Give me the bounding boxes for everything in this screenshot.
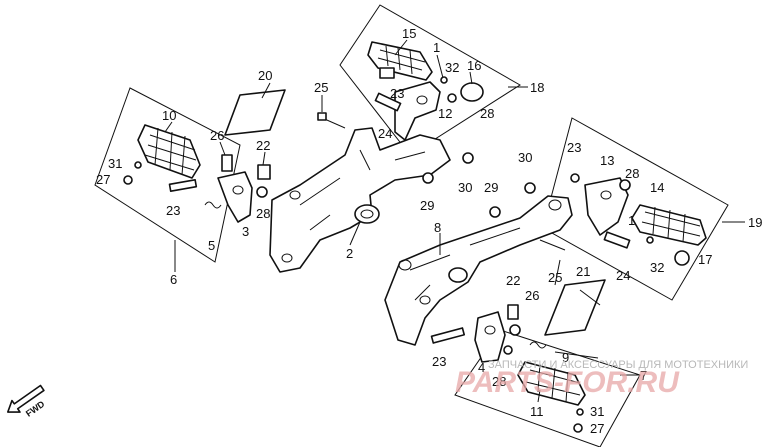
callout-21: 21 xyxy=(576,264,590,279)
leader-lines xyxy=(164,39,745,403)
callout-22: 22 xyxy=(506,273,520,288)
callout-1: 1 xyxy=(433,40,440,55)
peg-holder-13 xyxy=(584,177,629,236)
callout-18: 18 xyxy=(530,80,544,95)
peg-holder-3 xyxy=(217,171,253,223)
callout-9: 9 xyxy=(562,350,569,365)
footpeg-15 xyxy=(367,41,433,81)
cotter-27-left xyxy=(123,175,133,185)
callout-30: 30 xyxy=(458,180,472,195)
nut-28-left xyxy=(256,186,268,198)
callout-25: 25 xyxy=(548,270,562,285)
callout-31: 31 xyxy=(108,156,122,171)
bolt-22-bottom xyxy=(509,324,521,336)
callout-31: 31 xyxy=(590,404,604,419)
pin-23-right xyxy=(570,173,580,183)
nut-29-a xyxy=(422,172,434,184)
callout-24: 24 xyxy=(616,268,630,283)
callout-2: 2 xyxy=(346,246,353,261)
callout-23: 23 xyxy=(166,203,180,218)
group-outline-19 xyxy=(542,117,729,301)
bolt-22-left xyxy=(257,164,271,180)
nut-30-a xyxy=(462,152,474,164)
bolt-24-right xyxy=(603,231,631,249)
callout-8: 8 xyxy=(434,220,441,235)
collar-26-bottom xyxy=(507,304,519,320)
callout-28: 28 xyxy=(480,106,494,121)
guard-20 xyxy=(224,89,286,136)
arrow-icon xyxy=(6,384,45,413)
pin-23-left xyxy=(168,179,198,193)
nut-28-top xyxy=(447,93,457,103)
nut-28-bottom xyxy=(503,345,513,355)
washer-31-bottom xyxy=(576,408,584,416)
washer-32-right xyxy=(646,236,654,244)
main-bracket-right xyxy=(384,195,573,346)
peg-16-parts xyxy=(460,82,484,102)
callout-11: 11 xyxy=(530,404,544,419)
callout-19: 19 xyxy=(748,215,762,230)
spring-9 xyxy=(529,341,547,349)
footpeg-10 xyxy=(137,124,201,179)
callout-29: 29 xyxy=(484,180,498,195)
callout-27: 27 xyxy=(590,421,604,436)
callout-14: 14 xyxy=(650,180,664,195)
callout-26: 26 xyxy=(525,288,539,303)
callout-16: 16 xyxy=(467,58,481,73)
nut-29-b xyxy=(489,206,501,218)
callout-20: 20 xyxy=(258,68,272,83)
bolt-25-right xyxy=(539,239,566,251)
callout-28: 28 xyxy=(256,206,270,221)
callout-17: 17 xyxy=(698,252,712,267)
peg-holder-4 xyxy=(474,311,506,363)
callout-29: 29 xyxy=(420,198,434,213)
peg-holder-12 xyxy=(394,81,441,141)
callout-23: 23 xyxy=(432,354,446,369)
callout-13: 13 xyxy=(600,153,614,168)
group-outline-6 xyxy=(94,87,241,263)
callout-26: 26 xyxy=(210,128,224,143)
callout-23: 23 xyxy=(390,86,404,101)
callout-15: 15 xyxy=(402,26,416,41)
collar-26-left xyxy=(221,154,233,172)
callout-7: 7 xyxy=(640,368,647,383)
watermark-tagline: ЗАПЧАСТИ И АКСЕССУАРЫ ДЛЯ МОТОТЕХНИКИ xyxy=(488,359,748,371)
callout-28: 28 xyxy=(492,374,506,389)
callout-5: 5 xyxy=(208,238,215,253)
callout-12: 12 xyxy=(438,106,452,121)
callout-25: 25 xyxy=(314,80,328,95)
bolt-24-top xyxy=(374,92,402,112)
callout-27: 27 xyxy=(96,172,110,187)
group-outline-7 xyxy=(454,329,641,447)
callout-32: 32 xyxy=(650,260,664,275)
nut-30-b xyxy=(524,182,536,194)
forward-direction-arrow: FWD xyxy=(6,384,47,419)
callout-3: 3 xyxy=(242,224,249,239)
nut-28-right xyxy=(619,179,631,191)
pin-23-bottom xyxy=(430,327,466,344)
guard-21 xyxy=(544,279,606,336)
callout-4: 4 xyxy=(478,360,485,375)
peg-17-part xyxy=(674,250,690,266)
washer-31-left xyxy=(134,161,142,169)
callout-1: 1 xyxy=(628,213,635,228)
footpeg-14 xyxy=(631,204,707,246)
callout-labels: 15 1 32 16 18 23 12 28 24 20 25 10 26 22… xyxy=(96,26,762,436)
callout-6: 6 xyxy=(170,272,177,287)
callout-10: 10 xyxy=(162,108,176,123)
spring-1-top xyxy=(440,76,448,84)
callout-32: 32 xyxy=(445,60,459,75)
spring-5 xyxy=(204,201,222,209)
callout-24: 24 xyxy=(378,126,392,141)
watermark-brand: PARTS-FOR.RU xyxy=(455,366,680,399)
callout-28: 28 xyxy=(625,166,639,181)
callout-30: 30 xyxy=(518,150,532,165)
callout-23: 23 xyxy=(567,140,581,155)
footpeg-11 xyxy=(517,361,586,406)
callout-22: 22 xyxy=(256,138,270,153)
cotter-27-bottom xyxy=(573,423,583,433)
bolt-25-head xyxy=(317,112,327,121)
